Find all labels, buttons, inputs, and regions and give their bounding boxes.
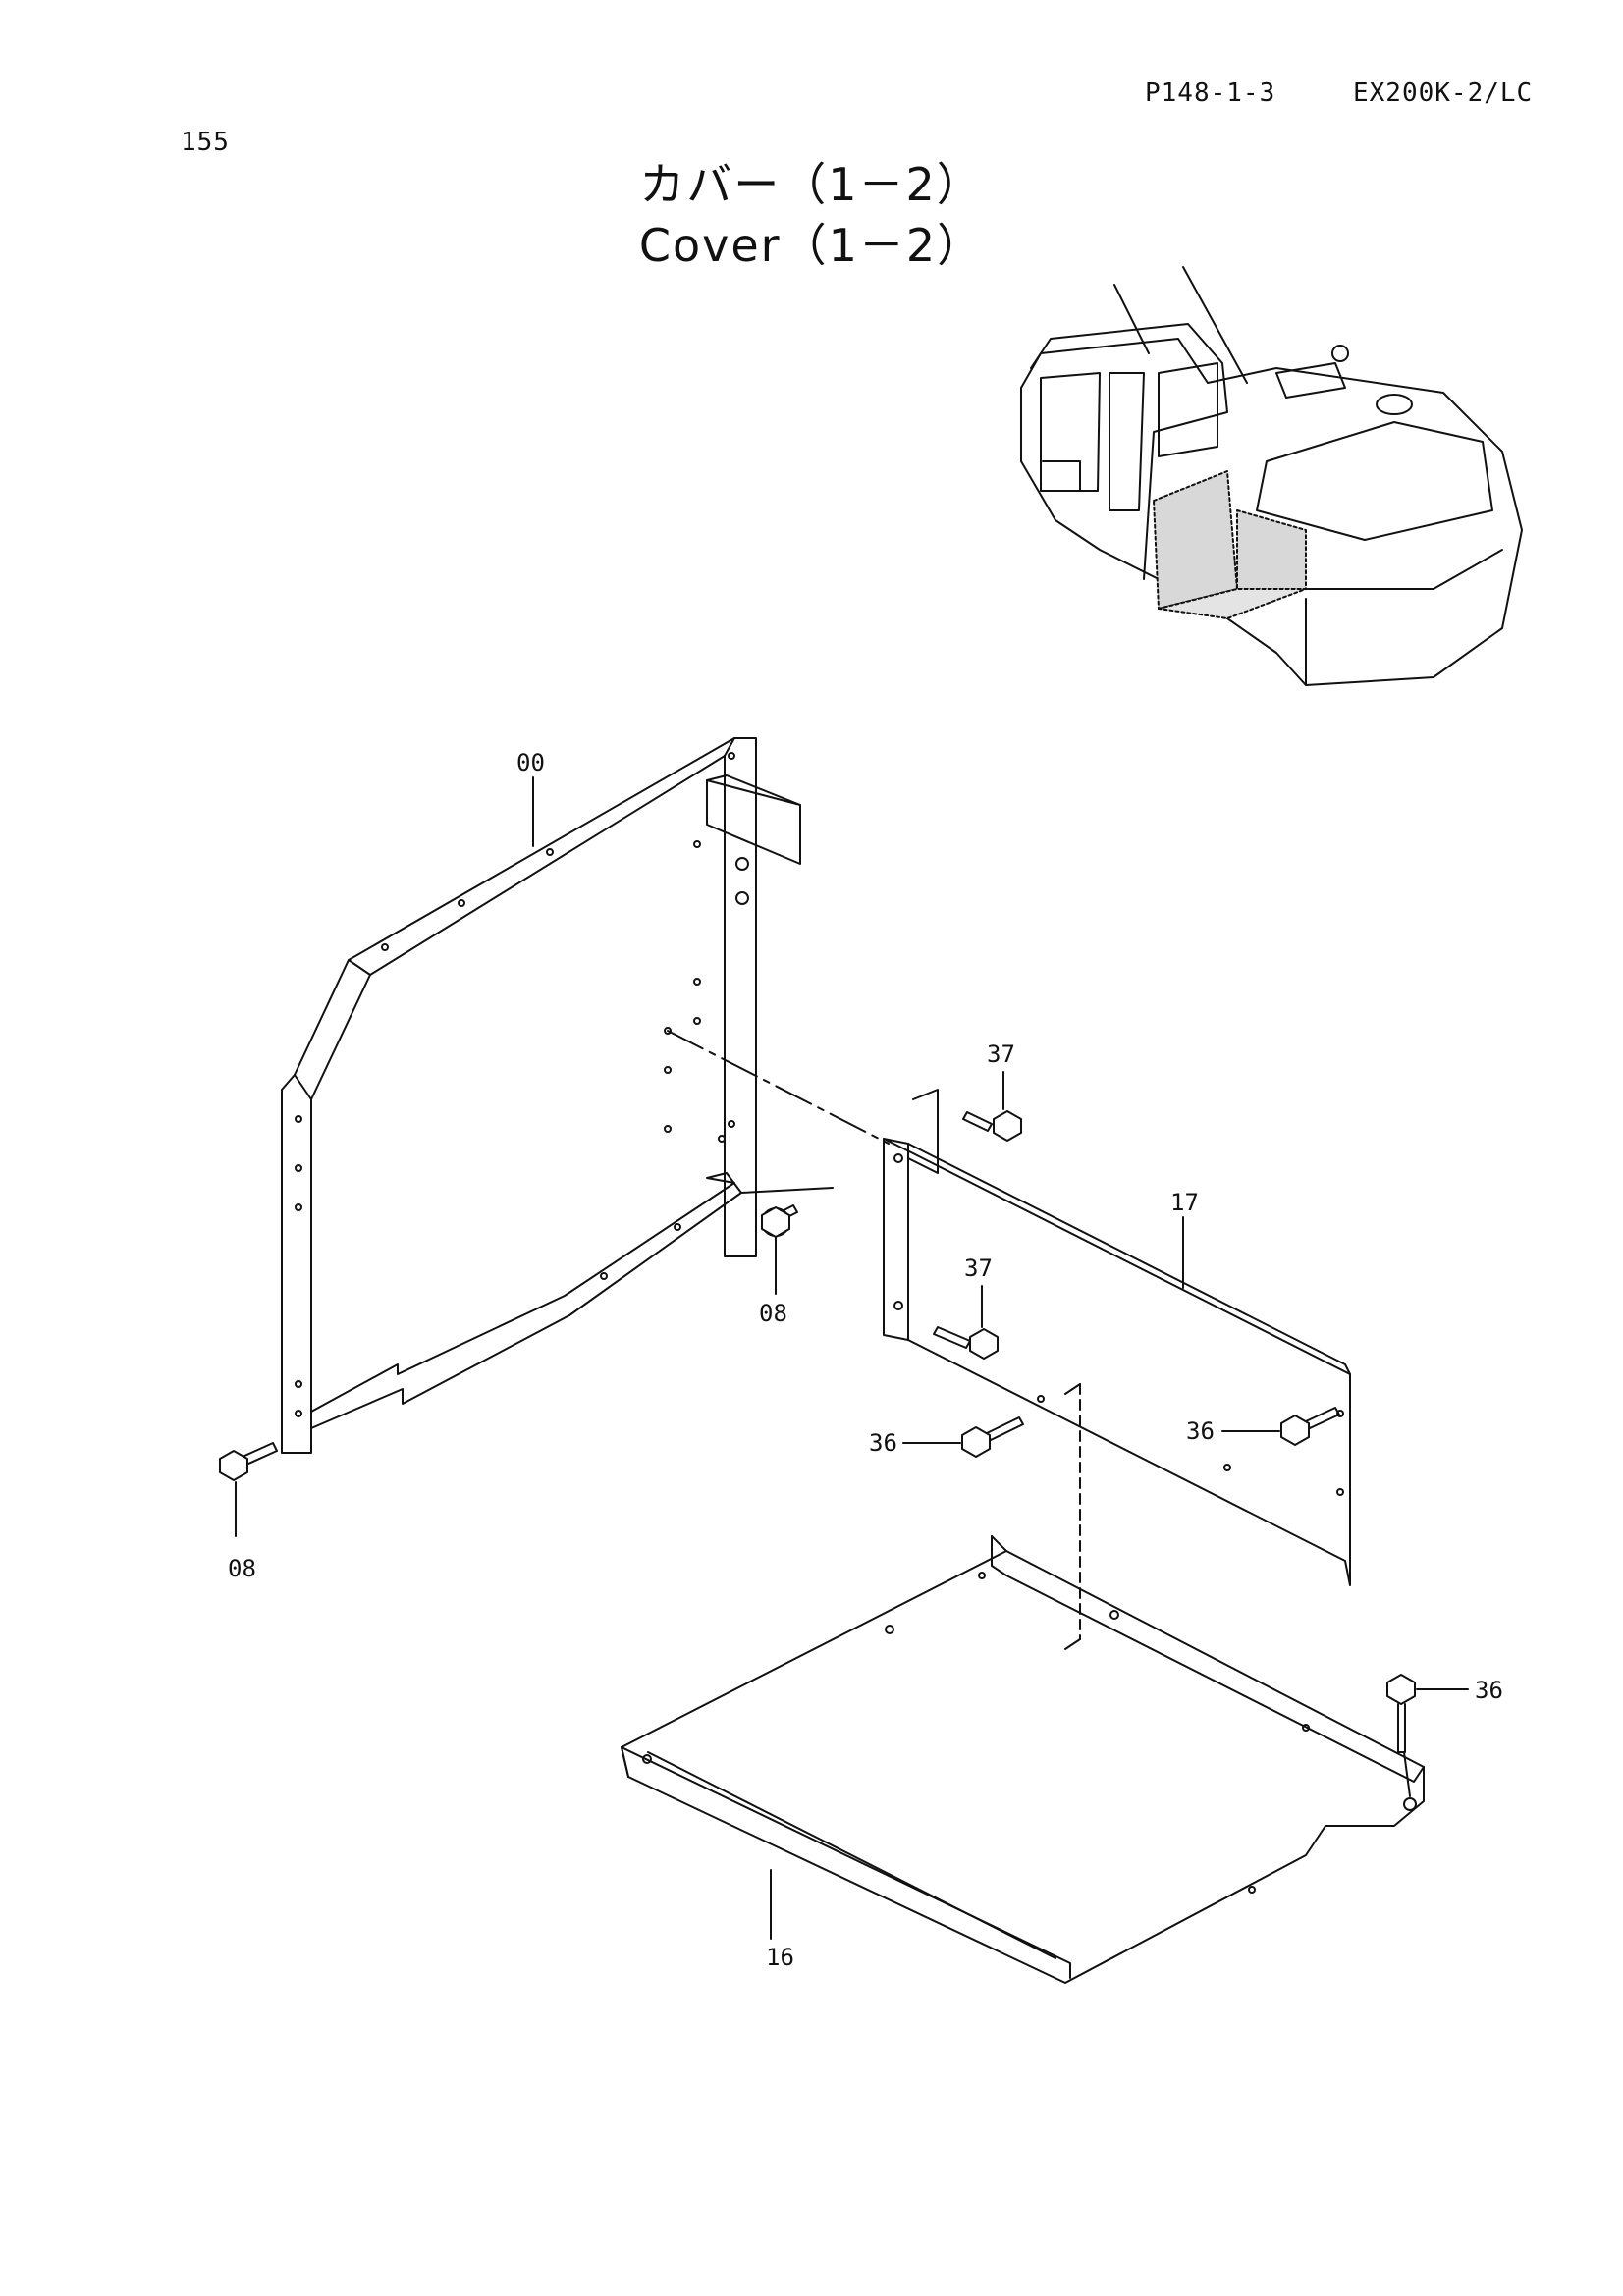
- callout-36-left: 36: [869, 1429, 897, 1457]
- callout-08-inner: 08: [759, 1300, 787, 1327]
- alignment-line: [667, 1030, 890, 1145]
- bolt-37-lower: [933, 1285, 999, 1360]
- callout-37-upper: 37: [987, 1041, 1015, 1068]
- part-16-floor-cover: [621, 1535, 1425, 1984]
- excavator-overview-illustration: [1020, 266, 1523, 686]
- part-17-side-panel: [883, 1089, 1351, 1586]
- model-name: EX200K-2/LC: [1353, 79, 1534, 108]
- bolt-36-floor: [1386, 1674, 1469, 1797]
- bolt-08-outer: [219, 1442, 278, 1537]
- callout-17: 17: [1170, 1189, 1199, 1216]
- page-number: 155: [181, 128, 230, 157]
- callout-08-outer: 08: [228, 1555, 256, 1582]
- part-00-frame: [281, 737, 834, 1454]
- bolt-37-upper: [962, 1071, 1022, 1142]
- bolt-36-left: [902, 1416, 1024, 1458]
- callout-16: 16: [766, 1944, 794, 1971]
- bolt-08-inner: [761, 1204, 798, 1295]
- callout-36-floor: 36: [1475, 1677, 1503, 1704]
- callout-00: 00: [516, 749, 545, 776]
- callout-36-right: 36: [1186, 1417, 1215, 1445]
- callout-37-lower: 37: [964, 1255, 993, 1282]
- bolt-36-right: [1221, 1407, 1340, 1446]
- title-japanese: カバー（1－2）: [639, 158, 984, 211]
- title-english: Cover（1－2）: [638, 219, 985, 272]
- document-reference: P148-1-3: [1145, 79, 1276, 108]
